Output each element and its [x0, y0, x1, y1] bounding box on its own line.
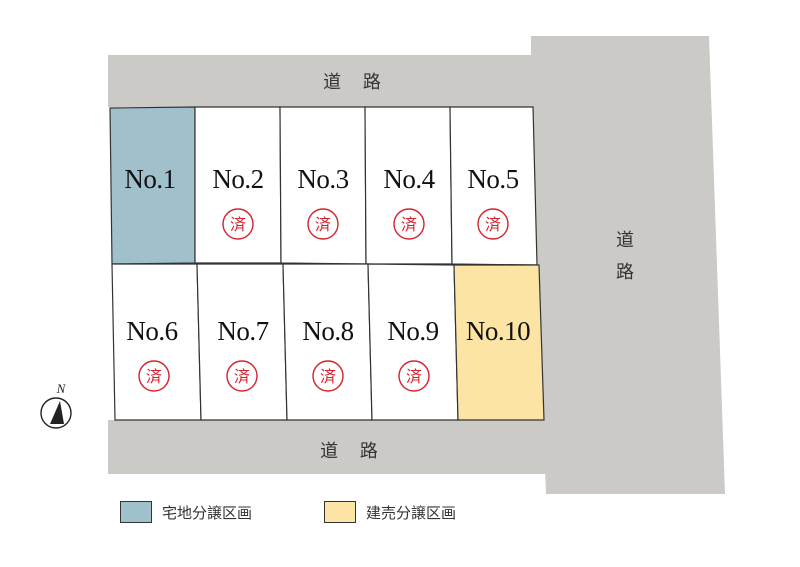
sold-mark-text: 済 [234, 367, 250, 386]
north-compass: N [40, 381, 72, 429]
sold-mark-text: 済 [485, 215, 501, 234]
lot-label-2: No.2 [212, 164, 263, 194]
legend-built-for-sale: 建売分譲区画 [324, 499, 456, 525]
lot-label-7: No.7 [217, 316, 268, 346]
legend-residential-land: 宅地分譲区画 [120, 499, 252, 525]
road-label-right-bottom: 路 [616, 262, 642, 283]
road-right [531, 36, 725, 494]
road-top [108, 55, 531, 107]
sold-mark-text: 済 [146, 367, 162, 386]
lot-label-8: No.8 [302, 316, 353, 346]
lot-label-10: No.10 [466, 316, 530, 346]
legend-swatch-residential-land [120, 501, 152, 523]
sold-mark-icon [312, 360, 344, 392]
north-arrow-icon [50, 401, 64, 424]
sold-mark-icon [393, 208, 425, 240]
legend-swatch-built-for-sale [324, 501, 356, 523]
sold-mark-icon [222, 208, 254, 240]
lot-label-1: No.1 [124, 164, 175, 194]
lot-label-3: No.3 [297, 164, 348, 194]
road-label-bottom: 道 路 [320, 441, 386, 462]
sold-mark-icon [307, 208, 339, 240]
lots-layer: No.1 No.2 済 No.3 済 No.4 済 No.5 済 No.6 済 No.7 済 No.8 済 N… [109, 106, 545, 421]
sold-mark-text: 済 [406, 367, 422, 386]
road-label-top: 道 路 [323, 72, 389, 93]
lot-10 [453, 264, 545, 421]
sold-mark-icon [138, 360, 170, 392]
sold-mark-text: 済 [315, 215, 331, 234]
sold-mark-text: 済 [320, 367, 336, 386]
road-bottom [108, 420, 546, 474]
sold-mark-text: 済 [230, 215, 246, 234]
sold-mark-icon [398, 360, 430, 392]
sold-mark-icon [477, 208, 509, 240]
lot-label-4: No.4 [383, 164, 435, 194]
legend-label-residential-land: 宅地分譲区画 [162, 503, 253, 522]
lot-label-6: No.6 [126, 316, 177, 346]
north-label: N [56, 381, 67, 396]
sold-mark-text: 済 [401, 215, 417, 234]
lot-label-9: No.9 [387, 316, 438, 346]
legend-label-built-for-sale: 建売分譲区画 [366, 503, 457, 522]
lot-label-5: No.5 [467, 164, 518, 194]
sold-mark-icon [226, 360, 258, 392]
road-label-right-top: 道 [616, 230, 642, 251]
